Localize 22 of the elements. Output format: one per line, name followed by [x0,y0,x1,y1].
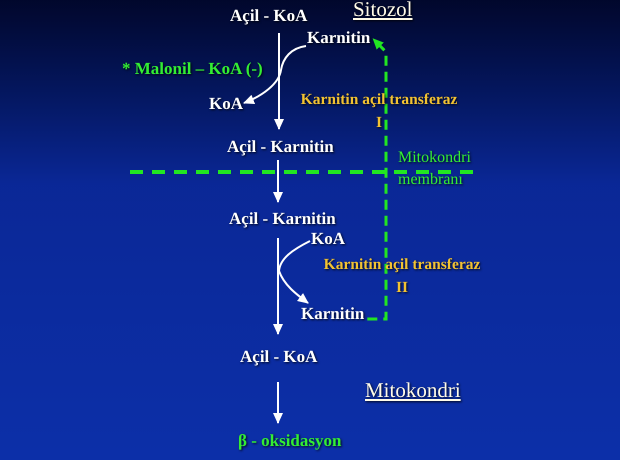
enzyme-label: Karnitin açil transferaz II [322,255,482,298]
metabolite-label: KoA [311,229,345,249]
arrow [274,33,284,130]
metabolite-label: Karnitin [307,28,370,48]
enzyme-label: Karnitin açil transferaz I [300,90,458,133]
membrane-label: Mitokondri membranı [398,148,472,190]
metabolite-label: Karnitin [301,304,364,324]
metabolite-label: Açil - Karnitin [227,137,334,157]
compartment-heading: Sitozol [353,0,413,18]
curved-arrow [278,240,310,304]
metabolite-label: Açil - Karnitin [229,209,336,229]
metabolite-label: Açil - KoA [240,347,318,367]
arrow [273,238,283,335]
metabolite-label: KoA [209,94,243,114]
curved-arrow [243,45,306,104]
metabolite-label: Açil - KoA [230,6,308,26]
pathway-label: β - oksidasyon [238,431,342,451]
dashed-arrow [367,38,388,320]
inhibitor-note: * Malonil – KoA (-) [122,59,263,79]
compartment-heading: Mitokondri [365,378,461,402]
arrow [273,160,283,203]
arrow [273,382,283,424]
